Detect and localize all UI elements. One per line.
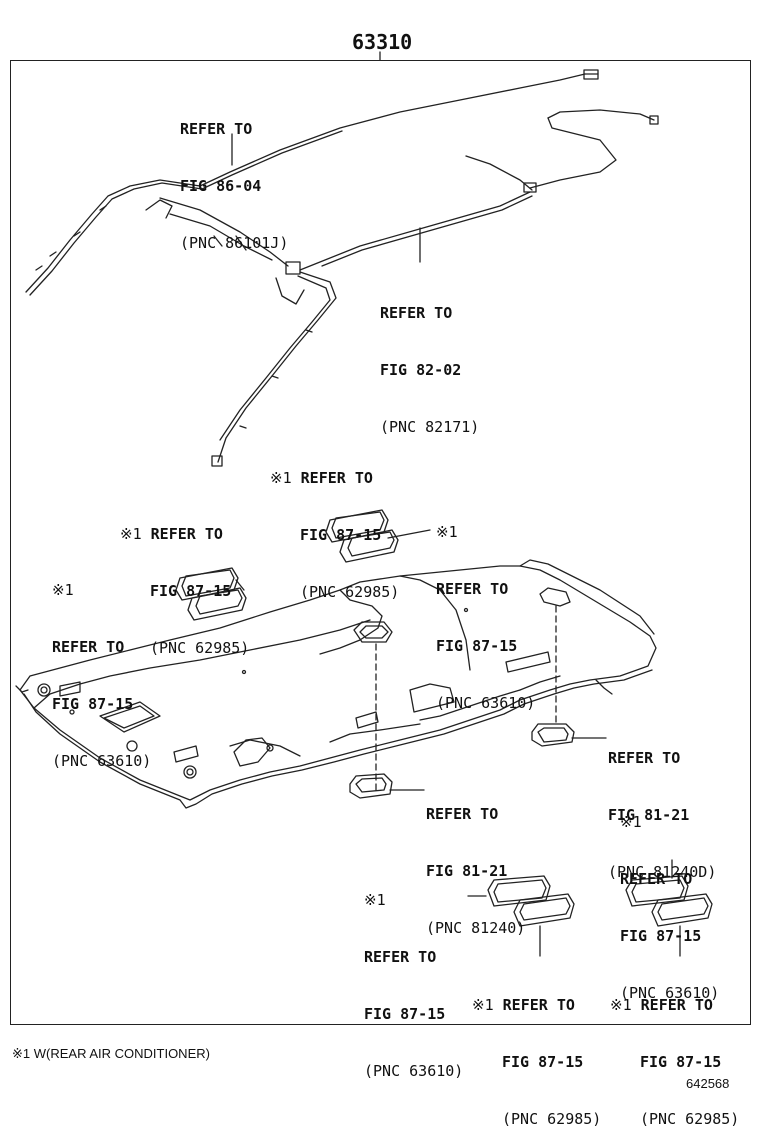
callout-line: FIG 81-21 <box>426 862 508 880</box>
callout-pnc: (PNC 62985) <box>640 1110 740 1128</box>
callout-lower-right-lens: ※1 REFER TO FIG 87-15 (PNC 62985) <box>610 958 739 1148</box>
callout-line: REFER TO <box>640 996 713 1014</box>
callout-pnc: (PNC 86101J) <box>180 234 289 252</box>
callout-harness-lower: REFER TO FIG 82-02 (PNC 82171) <box>380 266 479 456</box>
callout-line: FIG 86-04 <box>180 177 262 195</box>
callout-dome-lamp-center: REFER TO FIG 81-21 (PNC 81240) <box>426 767 525 957</box>
note-mark: ※1 <box>270 469 292 487</box>
footnote: ※1 W(REAR AIR CONDITIONER) <box>12 1046 210 1061</box>
parts-drawing <box>15 51 713 957</box>
callout-dome-lamp-rear: REFER TO FIG 81-21 (PNC 81240D) <box>608 711 716 901</box>
callout-line: FIG 87-15 <box>640 1053 722 1071</box>
callout-lower-center-lens: ※1 REFER TO FIG 87-15 (PNC 62985) <box>472 958 601 1148</box>
callout-line: FIG 87-15 <box>52 695 134 713</box>
callout-line: REFER TO <box>52 638 125 656</box>
callout-pnc: (PNC 63610) <box>436 694 536 712</box>
part-number: 63310 <box>352 30 413 54</box>
note-mark: ※1 <box>436 523 458 541</box>
callout-pnc: (PNC 81240D) <box>608 863 717 881</box>
callout-pnc: (PNC 82171) <box>380 418 480 436</box>
callout-line: REFER TO <box>180 120 253 138</box>
callout-lower-right-base: ※1 REFER TO FIG 87-15 (PNC 63610) <box>620 775 719 1022</box>
callout-line: FIG 87-15 <box>364 1005 446 1023</box>
callout-upper-center-base: ※1 REFER TO FIG 87-15 (PNC 63610) <box>436 485 535 732</box>
callout-lower-center-base: ※1 REFER TO FIG 87-15 (PNC 63610) <box>364 853 463 1100</box>
callout-pnc: (PNC 63610) <box>364 1062 464 1080</box>
callout-line: REFER TO <box>620 870 693 888</box>
callout-pnc: (PNC 63610) <box>620 984 720 1002</box>
callout-line: REFER TO <box>380 304 453 322</box>
note-mark: ※1 <box>364 891 386 909</box>
callout-line: FIG 87-15 <box>436 637 518 655</box>
callout-pnc: (PNC 62985) <box>150 639 250 657</box>
callout-line: FIG 87-15 <box>300 526 382 544</box>
callout-line: REFER TO <box>150 525 223 543</box>
diagram-frame <box>10 60 751 1025</box>
callout-upper-left-lens: ※1 REFER TO FIG 87-15 (PNC 62985) <box>120 487 249 677</box>
diagram-id: 642568 <box>686 1076 730 1091</box>
callout-line: FIG 87-15 <box>620 927 702 945</box>
wire-harness-main <box>25 73 586 293</box>
note-mark: ※1 <box>610 996 632 1014</box>
callout-pnc: (PNC 81240) <box>426 919 526 937</box>
callout-upper-center-lens: ※1 REFER TO FIG 87-15 (PNC 62985) <box>270 431 399 621</box>
note-mark: ※1 <box>52 581 74 599</box>
callout-harness-top: REFER TO FIG 86-04 (PNC 86101J) <box>180 82 288 272</box>
callout-line: REFER TO <box>300 469 373 487</box>
callout-pnc: (PNC 62985) <box>502 1110 602 1128</box>
callout-pnc: (PNC 62985) <box>300 583 400 601</box>
callout-line: REFER TO <box>436 580 509 598</box>
note-mark: ※1 <box>120 525 142 543</box>
callout-line: REFER TO <box>608 749 681 767</box>
callout-line: FIG 82-02 <box>380 361 462 379</box>
callout-line: FIG 87-15 <box>502 1053 584 1071</box>
headliner-outline <box>19 565 657 801</box>
note-mark: ※1 <box>620 813 642 831</box>
callout-pnc: (PNC 63610) <box>52 752 152 770</box>
note-mark: ※1 <box>472 996 494 1014</box>
callout-line: FIG 87-15 <box>150 582 232 600</box>
callout-upper-left-base: ※1 REFER TO FIG 87-15 (PNC 63610) <box>52 543 151 790</box>
callout-line: FIG 81-21 <box>608 806 690 824</box>
callout-line: REFER TO <box>426 805 499 823</box>
callout-line: REFER TO <box>364 948 437 966</box>
callout-line: REFER TO <box>502 996 575 1014</box>
